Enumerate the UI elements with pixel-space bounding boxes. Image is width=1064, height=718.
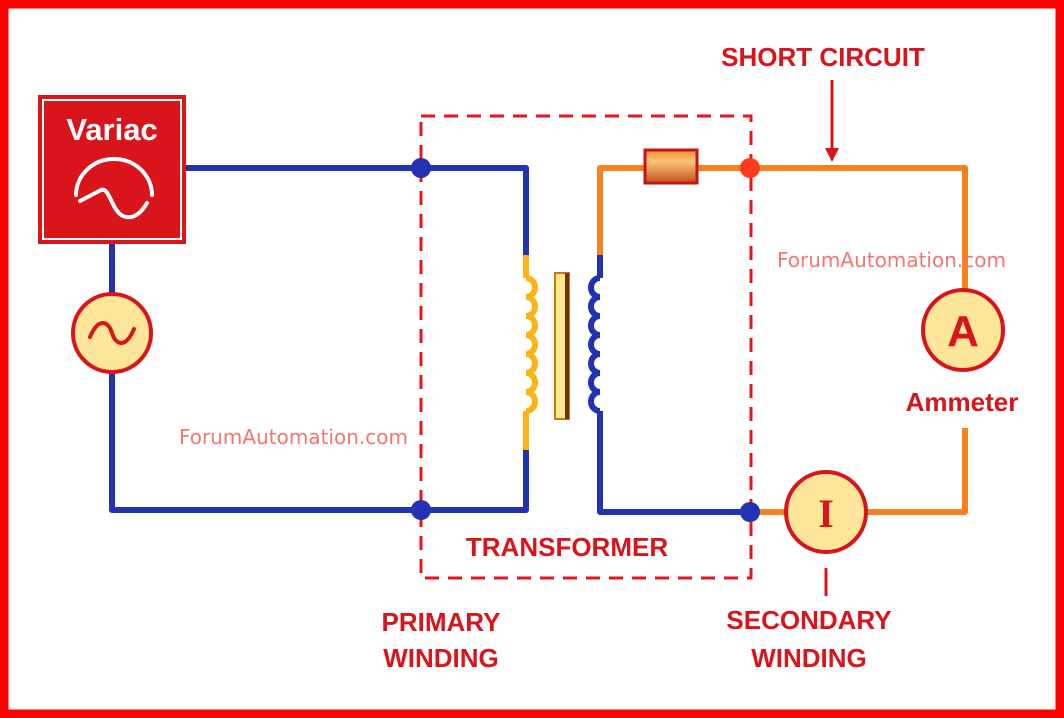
watermark: ForumAutomation.com [179,425,408,449]
junction-dot [411,500,431,520]
junction-dot [740,502,760,522]
secondary-winding-label: SECONDARY [726,605,891,635]
current-symbol: I [818,491,834,536]
sine-wave-icon [88,321,136,345]
current-indicator: I [784,470,868,554]
variac-arc-icon [74,157,154,197]
ammeter-symbol: A [947,307,979,356]
sine-wave-icon [78,187,149,220]
ac-source [71,292,153,374]
primary-circuit-wire [109,165,529,513]
transformer-boundary [419,114,753,580]
primary-winding-coil [523,255,538,450]
variac-box: Variac [38,95,186,244]
short-circuit-label: SHORT CIRCUIT [721,42,925,72]
primary-winding-label: WINDING [383,643,499,673]
junction-dot [740,158,760,178]
primary-winding-label: PRIMARY [382,607,501,637]
ammeter-label: Ammeter [906,387,1019,417]
ammeter: A [921,288,1005,372]
secondary-circuit-wire [597,165,968,515]
variac-label: Variac [66,112,157,147]
transformer-label: TRANSFORMER [466,532,668,562]
transformer-core [554,272,570,420]
junction-dot [411,158,431,178]
watermark: ForumAutomation.com [777,248,1006,272]
secondary-winding-label: WINDING [751,643,867,673]
short-circuit-arrow [825,80,839,162]
short-circuit-link [643,148,699,185]
secondary-winding-coil [588,255,750,515]
